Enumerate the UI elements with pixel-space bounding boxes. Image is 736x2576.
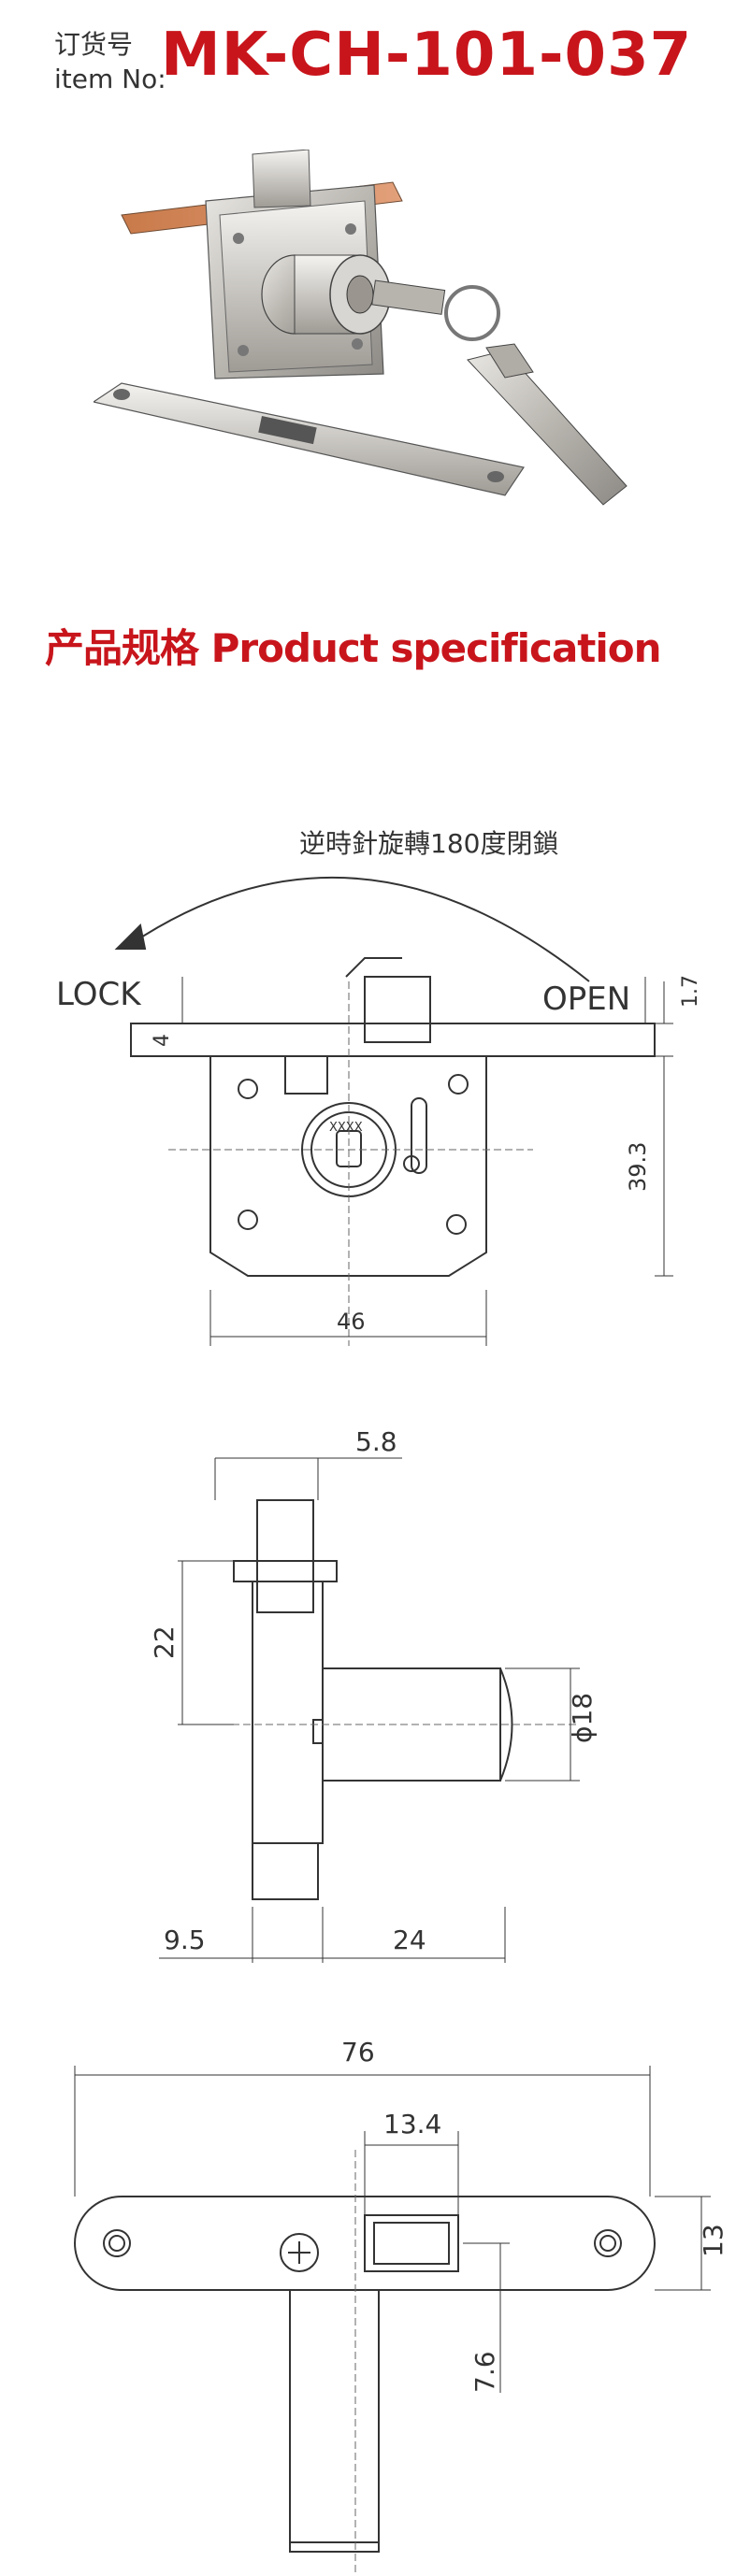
- top-view-drawing: 76 13.4 13 7.6: [74, 2037, 729, 2576]
- key: [371, 279, 628, 506]
- dim-top-offset: 4: [151, 1034, 174, 1047]
- product-photo: [94, 150, 628, 506]
- front-view-drawing: 逆時針旋轉180度閉鎖 LOCK OPEN XXXX 1.7 4 39.3 46: [56, 828, 702, 1346]
- lock-label: LOCK: [56, 976, 142, 1013]
- dim-plate-height: 13: [698, 2224, 729, 2257]
- key-marking: XXXX: [329, 1121, 363, 1135]
- dim-bolt: 5.8: [355, 1426, 397, 1457]
- dim-side-height: 22: [149, 1625, 180, 1659]
- dim-width: 46: [337, 1309, 366, 1335]
- open-label: OPEN: [542, 980, 630, 1018]
- section-title: 产品规格 Product specification: [45, 625, 662, 671]
- item-number: MK-CH-101-037: [161, 21, 693, 90]
- item-label-en: item No:: [54, 64, 166, 94]
- dim-left: 9.5: [164, 1925, 206, 1955]
- rotation-note: 逆時針旋轉180度閉鎖: [299, 828, 558, 859]
- lock-body: [121, 150, 403, 379]
- dim-length: 76: [341, 2037, 375, 2068]
- dim-diameter: ϕ18: [567, 1693, 598, 1743]
- dim-cylinder: 24: [393, 1925, 426, 1955]
- dim-bolt-width: 13.4: [383, 2109, 441, 2140]
- item-label-cn: 订货号: [54, 29, 134, 60]
- side-view-drawing: 5.8 22 ϕ18 9.5 24: [149, 1426, 598, 1963]
- strike-plate: [94, 382, 525, 496]
- dim-height: 39.3: [625, 1142, 651, 1192]
- dim-plate-thickness: 1.7: [679, 975, 702, 1008]
- header: 订货号 item No: MK-CH-101-037: [45, 15, 700, 99]
- dim-offset: 7.6: [469, 2351, 500, 2393]
